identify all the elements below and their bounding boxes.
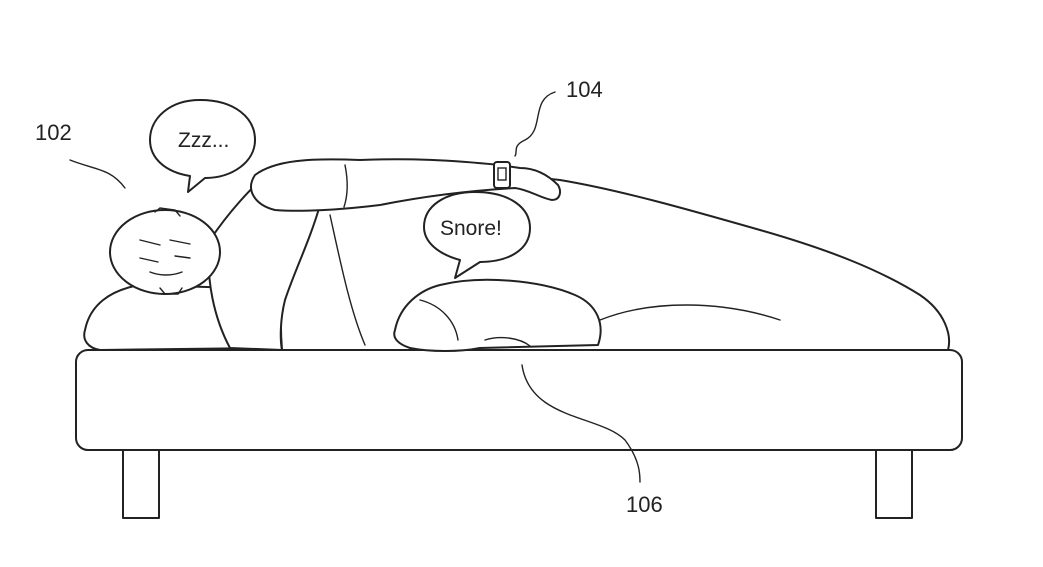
blanket-fold	[599, 304, 781, 321]
bed-mattress	[75, 349, 963, 451]
leader-106	[521, 364, 641, 483]
leader-104	[514, 91, 556, 157]
ref-label-106: 106	[626, 492, 663, 517]
speech-text-pet: Snore!	[440, 217, 502, 240]
pet-dog	[393, 278, 602, 352]
speech-text-person: Zzz...	[178, 129, 229, 152]
bed-leg-right	[875, 449, 913, 519]
speech-bubble-person: Zzz...	[149, 99, 256, 193]
person-face	[139, 239, 191, 276]
dog-ear	[419, 299, 459, 341]
person-head	[109, 209, 221, 295]
blanket-fold	[329, 214, 366, 346]
leader-102	[69, 159, 126, 189]
person-ear-top	[154, 207, 181, 217]
speech-bubble-pet: Snore!	[423, 191, 531, 279]
ref-label-102: 102	[35, 120, 72, 145]
person-ear-bottom	[159, 287, 183, 295]
person-arm	[250, 158, 561, 212]
wearable-device	[493, 161, 511, 189]
bed-leg-left	[122, 449, 160, 519]
watch-screen	[497, 167, 507, 181]
dog-paw	[484, 336, 531, 347]
arm-elbow	[343, 164, 348, 208]
ref-label-104: 104	[566, 77, 603, 102]
